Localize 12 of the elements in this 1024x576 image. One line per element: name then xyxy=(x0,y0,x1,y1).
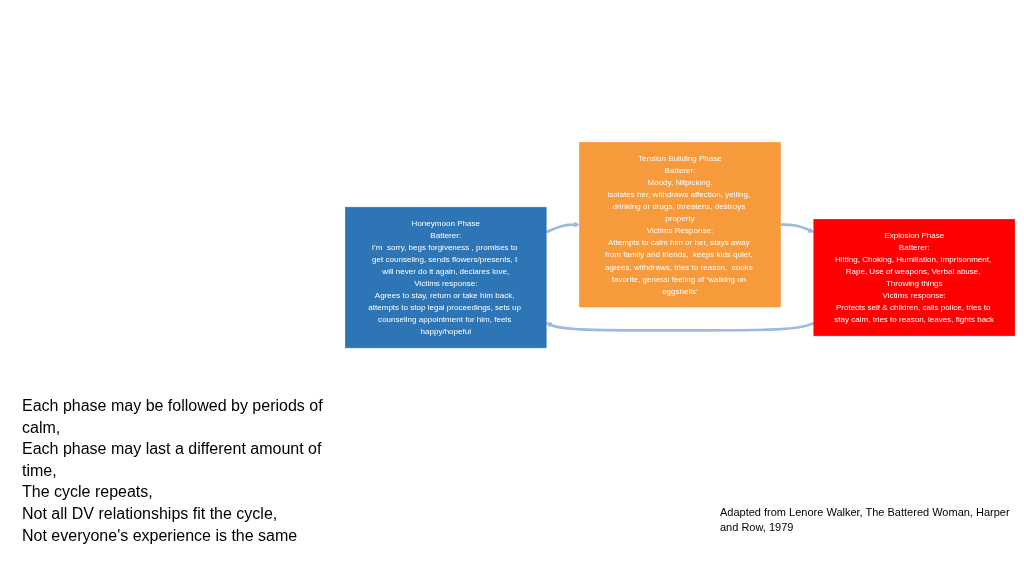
arrow xyxy=(545,221,580,234)
source-note: Adapted from Lenore Walker, The Battered Woman, Harper and Row, 1979 xyxy=(720,505,1010,536)
note-text: The cycle repeats, xyxy=(22,482,154,503)
note-text: Each phase may last a different amount of time, xyxy=(22,439,323,481)
arrow xyxy=(545,321,815,332)
note-text: Not all DV relationships fit the cycle, xyxy=(22,503,279,524)
note-text: Each phase may be followed by periods of calm, xyxy=(22,396,324,438)
note-text: Not everyone's experience is the same xyxy=(22,525,299,546)
node-box: Explosion Phase Batterer: Hitting, Choking, Humiliation, Imprisonment, Rape, Use of weapons, Verbal abuse, Throwing things Victims response: Protects self & children, calls police, tries to stay calm, tries to reason, leaves, fights back xyxy=(813,218,1015,336)
node-box: Honeymoon Phase Batterer: I’m sorry, begs forgiveness , promises to get counseling, sends flowers/presents, I will never do it again, declares love, Victims response: Agrees to stay, return or take him back, attempts to stop legal proceedings, sets up counseling appointment for him, feels happy/hopeful xyxy=(345,206,547,349)
node-box: Tension Building Phase Batterer: Moody, Nitpicking, isolates her, withdraws affection, yelling, drinking or drugs, threatens, destroys property Victims Response: Attempts to calm him or her, stays away from family and friends, keeps kids quiet, agrees, withdraws, tries to reason, cooks favorite, general feeling of ‘walking on eggshells’ xyxy=(579,141,781,308)
arrow xyxy=(780,223,815,233)
